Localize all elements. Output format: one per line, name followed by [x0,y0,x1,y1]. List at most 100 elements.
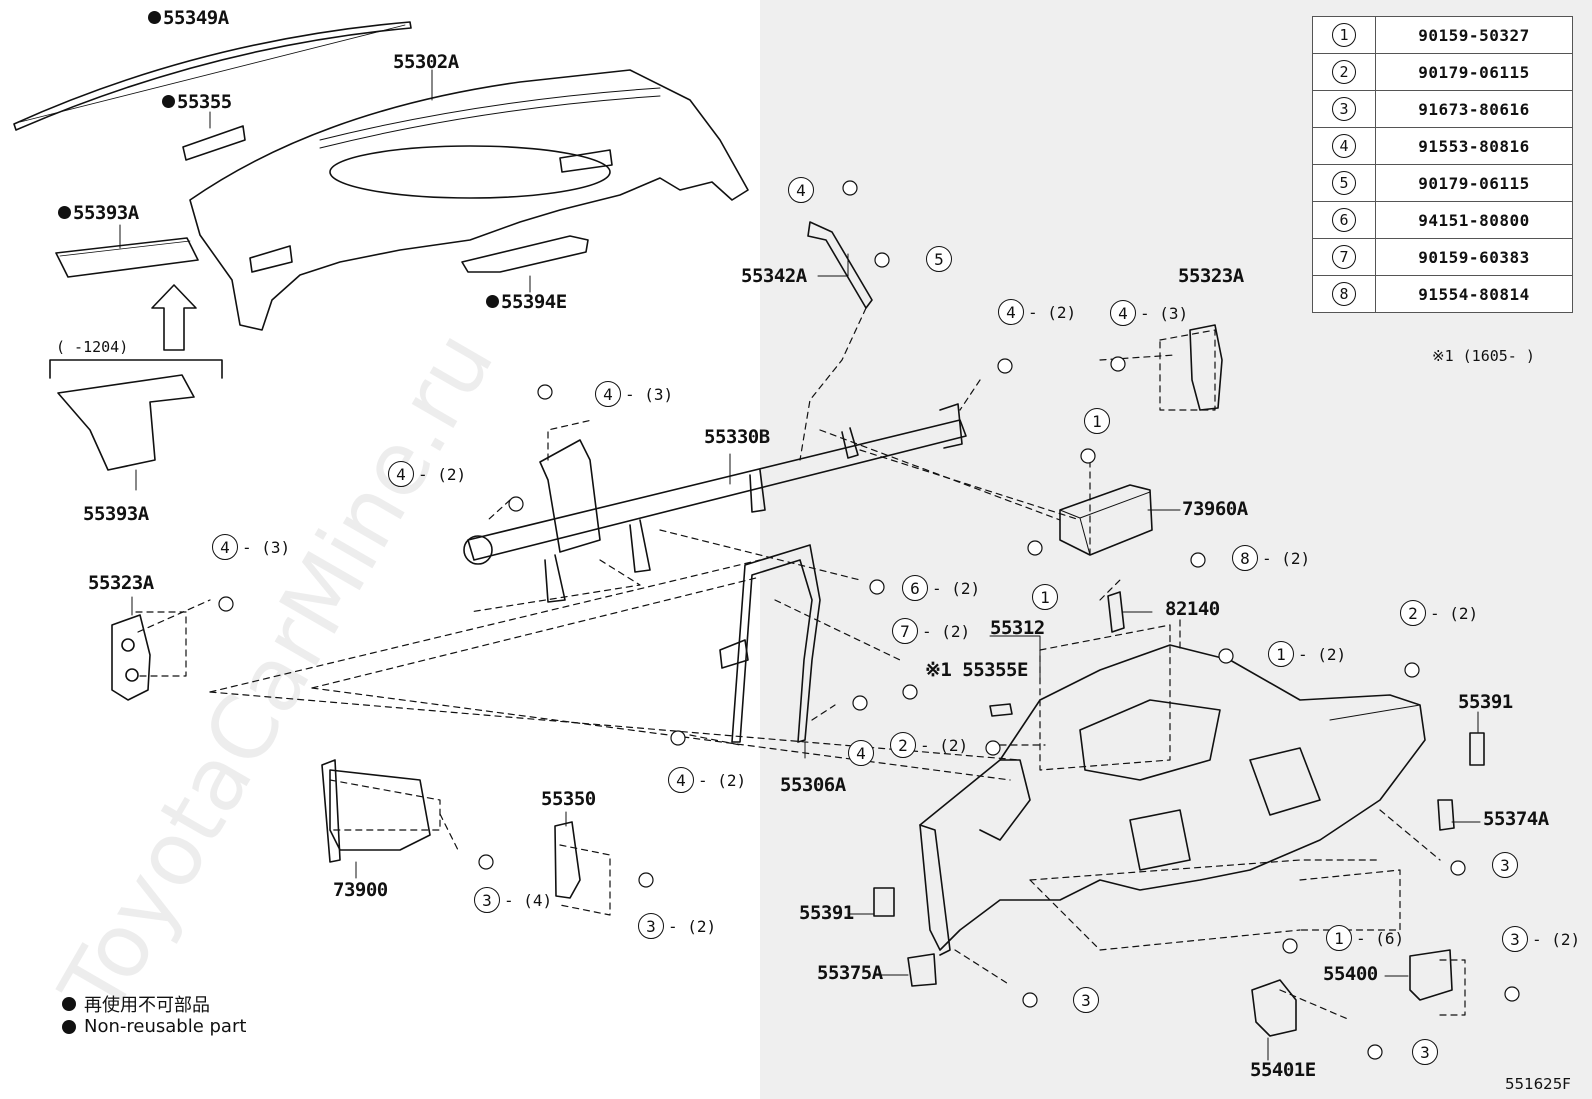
label-55330B[interactable]: 55330B [704,426,770,448]
ref-circle: 3 [1073,987,1099,1013]
lower-panel-55312-drawing [919,644,1426,951]
part-number-cell: 91673-80616 [1375,90,1573,128]
label-55355E[interactable]: ※1 55355E [925,659,1028,681]
label-55323A-right[interactable]: 55323A [1178,265,1244,287]
callout-c24[interactable]: 3 [1412,1039,1442,1065]
callout-c20[interactable]: 3- (2) [638,913,716,939]
callout-c11[interactable]: 6- (2) [902,575,980,601]
label-55391-bottom[interactable]: 55391 [799,902,854,924]
ref-circle: 3 [1332,97,1356,121]
callout-c14[interactable]: 1- (2) [1268,641,1346,667]
callout-c02[interactable]: 5 [926,246,956,272]
callout-c10[interactable]: 1 [1032,584,1062,610]
callout-c08[interactable]: 4- (3) [212,534,290,560]
callout-c18[interactable]: 3 [1492,852,1522,878]
callout-c23[interactable]: 3 [1073,987,1103,1013]
clip-55391-right-drawing [1469,732,1485,766]
part-ref-cell: 4 [1312,127,1376,165]
label-73900[interactable]: 73900 [333,879,388,901]
part-ref-cell: 2 [1312,53,1376,91]
module-73960A-drawing [1059,484,1153,556]
production-range-note-1605: ※1 (1605- ) [1432,347,1535,365]
ref-circle: 8 [1332,282,1356,306]
part-table-row[interactable]: 3 91673-80616 [1312,90,1573,128]
ref-circle: 3 [1492,852,1518,878]
callout-c16[interactable]: 4 [848,740,878,766]
label-55393A-bottom[interactable]: 55393A [83,503,149,525]
clip-82140-drawing [1107,591,1125,633]
leader-lines [135,307,1466,1021]
callout-c04[interactable]: 4- (3) [1110,300,1188,326]
brace-55342A-drawing [807,221,873,309]
callout-c21[interactable]: 1- (6) [1326,925,1404,951]
label-82140[interactable]: 82140 [1165,598,1220,620]
part-ref-cell: 5 [1312,164,1376,202]
pad-55355E-drawing [989,703,1013,717]
callout-c07[interactable]: 1 [1084,408,1114,434]
label-55394E[interactable]: 55394E [486,293,567,312]
label-55349A[interactable]: 55349A [148,9,229,28]
callout-c13[interactable]: 2- (2) [1400,600,1478,626]
part-ref-cell: 1 [1312,16,1376,54]
ref-circle: 1 [1332,23,1356,47]
strip-55355-drawing [182,125,246,161]
ref-circle: 4 [212,534,238,560]
label-55306A[interactable]: 55306A [780,774,846,796]
label-55323A-left[interactable]: 55323A [88,572,154,594]
part-ref-cell: 8 [1312,275,1376,313]
ref-circle: 8 [1232,545,1258,571]
molding-strip-drawing [13,21,412,131]
ref-circle: 5 [926,246,952,272]
callout-c19[interactable]: 3- (4) [474,887,552,913]
callout-c17[interactable]: 4- (2) [668,767,746,793]
ref-circle: 7 [892,618,918,644]
legend-english: Non-reusable part [62,1016,246,1037]
label-55350[interactable]: 55350 [541,788,596,810]
bolt-glyphs [218,180,1520,1060]
label-55401E[interactable]: 55401E [1250,1059,1316,1081]
label-55375A[interactable]: 55375A [817,962,883,984]
non-reusable-dot-icon [58,206,71,219]
production-range-note-1204: ( -1204) [56,338,129,356]
label-55374A[interactable]: 55374A [1483,808,1549,830]
label-55302A[interactable]: 55302A [393,51,459,73]
callout-c05[interactable]: 4- (3) [595,381,673,407]
part-number-cell: 94151-80800 [1375,201,1573,239]
callout-c15[interactable]: 2- (2) [890,732,968,758]
label-55391-right[interactable]: 55391 [1458,691,1513,713]
callout-c12[interactable]: 7- (2) [892,618,970,644]
ref-circle: 1 [1268,641,1294,667]
ref-circle: 2 [1332,60,1356,84]
label-73960A[interactable]: 73960A [1182,498,1248,520]
label-55312[interactable]: 55312 [990,617,1045,639]
pad-55393A-drawing [55,237,199,278]
callout-c22[interactable]: 3- (2) [1502,926,1580,952]
callout-c03[interactable]: 4- (2) [998,299,1076,325]
label-55342A[interactable]: 55342A [741,265,807,287]
callout-c01[interactable]: 4 [788,177,818,203]
label-55393A-top[interactable]: 55393A [58,204,139,223]
range-bracket [49,359,223,379]
label-55400[interactable]: 55400 [1323,963,1378,985]
clip-55391-bottom-drawing [873,887,895,917]
ref-circle: 4 [998,299,1024,325]
part-number-cell: 91553-80816 [1375,127,1573,165]
callout-c06[interactable]: 4- (2) [388,461,466,487]
ref-circle: 1 [1326,925,1352,951]
ref-circle: 4 [788,177,814,203]
up-arrow [151,284,197,351]
ref-circle: 2 [1400,600,1426,626]
callout-c09[interactable]: 8- (2) [1232,545,1310,571]
ref-circle: 4 [595,381,621,407]
diagram-code: 551625F [1505,1075,1571,1093]
label-55355[interactable]: 55355 [162,93,232,112]
